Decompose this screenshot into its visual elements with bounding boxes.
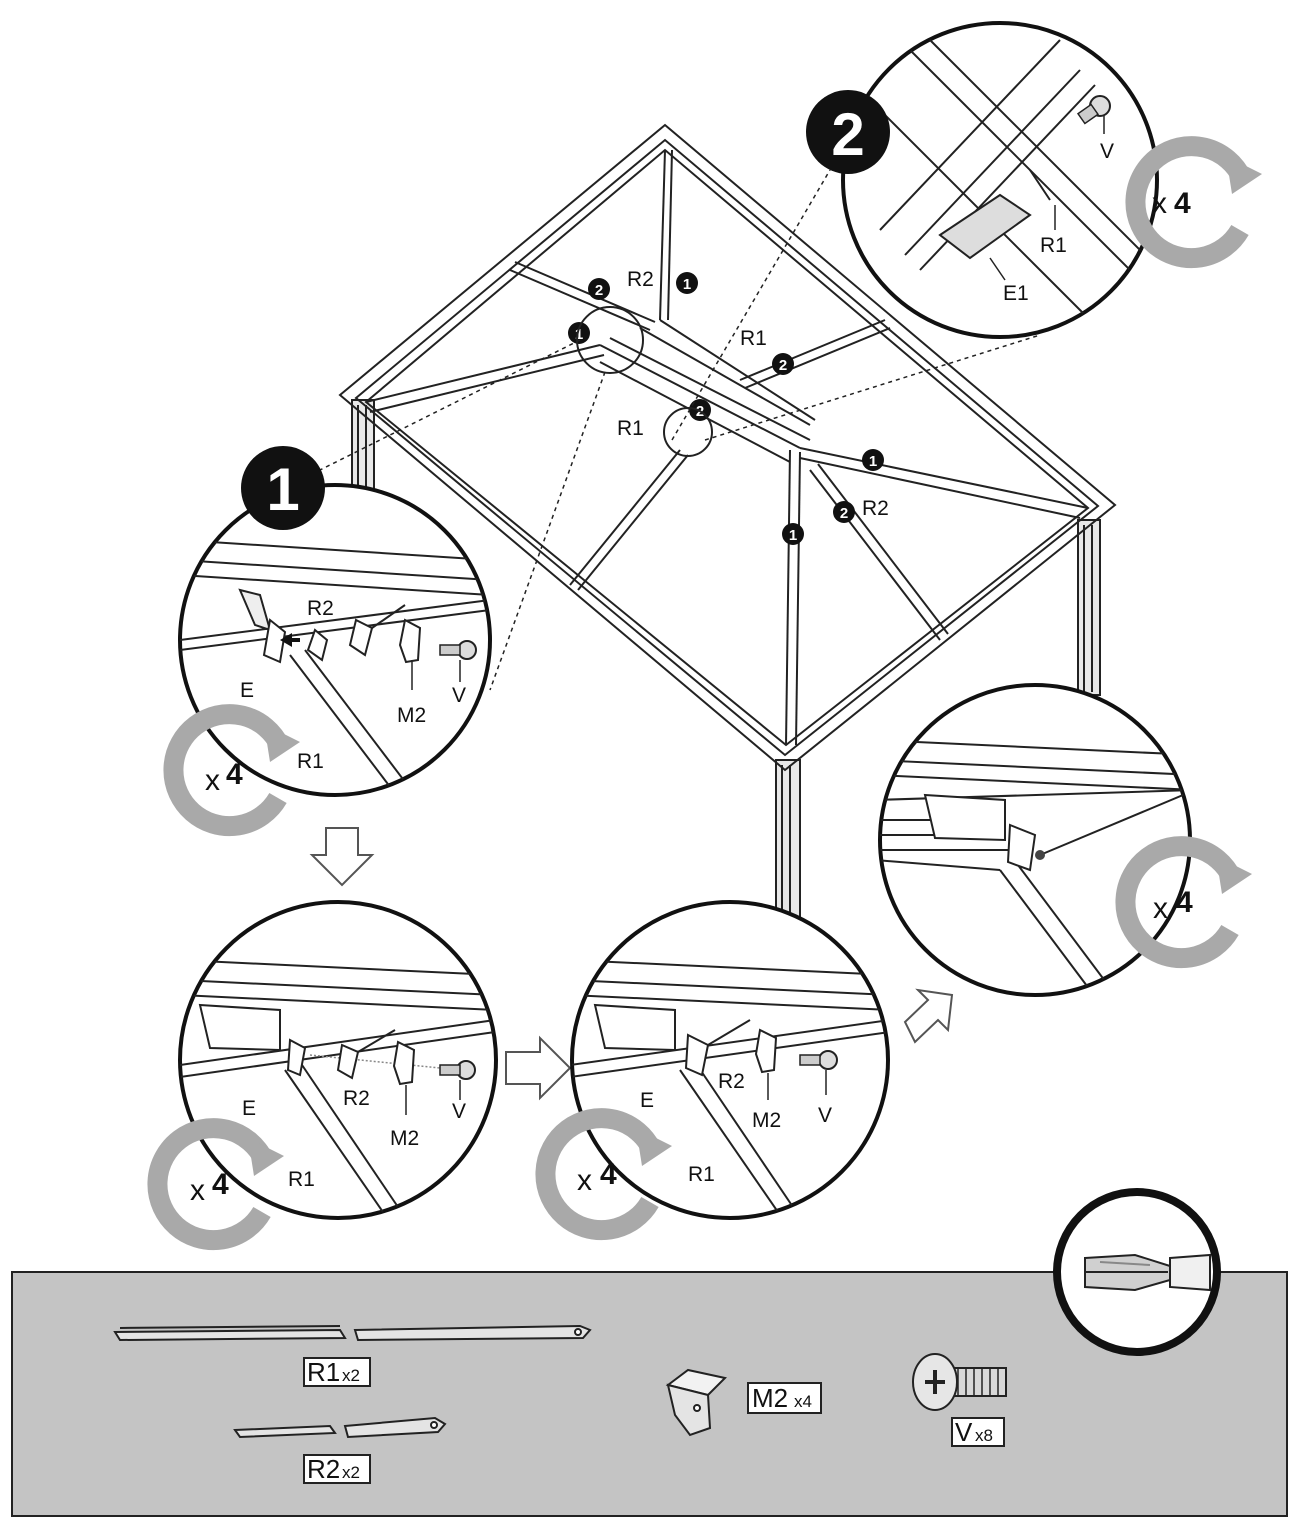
bolt-icon (439, 1060, 476, 1080)
marker-two: 2 (588, 278, 610, 300)
detail1-label-v: V (452, 684, 466, 707)
leader-lines (319, 169, 1041, 691)
detail4-label-r2: R2 (718, 1070, 745, 1093)
multiplier: x 4 (190, 1168, 229, 1207)
detail-step2: V R1 E1 2 x 4 (806, 21, 1262, 339)
svg-text:x4: x4 (794, 1392, 812, 1411)
marker-one: 1 (676, 272, 698, 294)
svg-text:x8: x8 (975, 1426, 993, 1445)
svg-text:4: 4 (212, 1168, 229, 1201)
svg-text:x: x (1153, 892, 1168, 925)
detail4-label-r1: R1 (688, 1163, 715, 1186)
part-m2-illustration (665, 1368, 728, 1437)
detail3-label-e: E (242, 1097, 256, 1120)
svg-text:x: x (205, 764, 220, 797)
detail3-label-r2: R2 (343, 1087, 370, 1110)
svg-text:1: 1 (266, 456, 299, 523)
bolt-icon (1076, 95, 1111, 125)
svg-text:1: 1 (575, 326, 583, 343)
step-badge-1: 1 (241, 446, 325, 530)
part-label-m2: M2 x4 (747, 1382, 822, 1414)
detail1-label-e: E (240, 679, 254, 702)
detail2-label-r1: R1 (1040, 234, 1067, 257)
detail-step1-stage3: E R2 M2 V R1 x 4 (545, 900, 890, 1230)
detail3-label-v: V (452, 1100, 466, 1123)
svg-text:2: 2 (831, 101, 864, 168)
svg-text:x: x (190, 1174, 205, 1207)
detail-step1: R2 E M2 V R1 1 x 4 (173, 446, 492, 826)
part-label-r1: R1 x2 (303, 1357, 371, 1387)
part-r2-illustration (233, 1416, 447, 1439)
marker-one: 1 (568, 322, 590, 344)
marker-two: 2 (772, 353, 794, 375)
svg-text:2: 2 (779, 357, 787, 374)
svg-text:x2: x2 (342, 1463, 360, 1482)
gazebo-rafters (365, 149, 1089, 746)
bolt-icon (439, 640, 477, 660)
svg-text:2: 2 (595, 282, 603, 299)
zoom-spot-step2 (663, 407, 713, 457)
detail-step1-final: x 4 (878, 683, 1252, 997)
detail2-label-v: V (1100, 140, 1114, 163)
detail4-label-v: V (818, 1104, 832, 1127)
svg-text:V: V (955, 1417, 973, 1447)
svg-text:x: x (1152, 187, 1167, 220)
detail1-label-m2: M2 (397, 704, 426, 727)
svg-text:x: x (577, 1164, 592, 1197)
label-r1-left: R1 (617, 417, 644, 440)
multiplier: x 4 (205, 758, 243, 797)
detail3-label-r1: R1 (288, 1168, 315, 1191)
zoom-spot-step1 (576, 306, 644, 374)
detail3-label-m2: M2 (390, 1127, 419, 1150)
svg-text:1: 1 (869, 453, 877, 470)
svg-text:R1: R1 (307, 1357, 340, 1387)
parts-panel: R1 x2 R2 x2 M2 x4 (11, 1188, 1288, 1517)
multiplier: x 4 (577, 1158, 617, 1197)
detail4-label-e: E (640, 1089, 654, 1112)
gazebo-frame (338, 123, 1117, 921)
svg-text:1: 1 (789, 527, 797, 544)
detail-step1-stage2: E R2 M2 V R1 x 4 (157, 900, 498, 1240)
marker-one: 1 (782, 523, 804, 545)
part-label-v: V x8 (951, 1417, 1005, 1447)
svg-text:4: 4 (600, 1158, 617, 1191)
outline-arrow-icon (505, 1035, 572, 1101)
step-badge-2: 2 (806, 90, 890, 174)
detail1-label-r2: R2 (307, 597, 334, 620)
detail1-label-r1: R1 (297, 750, 324, 773)
svg-text:M2: M2 (752, 1383, 788, 1413)
marker-one: 1 (862, 449, 884, 471)
svg-text:R2: R2 (307, 1454, 340, 1484)
bolt-icon (799, 1050, 838, 1070)
detail4-label-m2: M2 (752, 1109, 781, 1132)
outline-arrow-icon (903, 988, 954, 1044)
svg-text:4: 4 (1174, 187, 1191, 220)
multiplier: x 4 (1152, 187, 1191, 220)
svg-text:x2: x2 (342, 1366, 360, 1385)
svg-text:4: 4 (226, 758, 243, 791)
part-v-illustration (912, 1353, 1007, 1411)
svg-text:2: 2 (840, 505, 848, 522)
label-r2-right: R2 (862, 497, 889, 520)
svg-text:4: 4 (1176, 886, 1193, 919)
label-r2-top: R2 (627, 268, 654, 291)
part-r1-illustration (113, 1324, 592, 1342)
label-r1-upper: R1 (740, 327, 767, 350)
marker-two: 2 (833, 501, 855, 523)
part-label-r2: R2 x2 (303, 1454, 371, 1484)
outline-arrow-icon (309, 827, 375, 887)
detail2-label-e1: E1 (1003, 282, 1029, 305)
phillips-screwdriver-icon (1053, 1188, 1221, 1356)
frame-markers: 2 1 1 2 2 1 2 1 (568, 272, 884, 545)
multiplier: x 4 (1153, 886, 1193, 925)
svg-text:1: 1 (683, 276, 691, 293)
